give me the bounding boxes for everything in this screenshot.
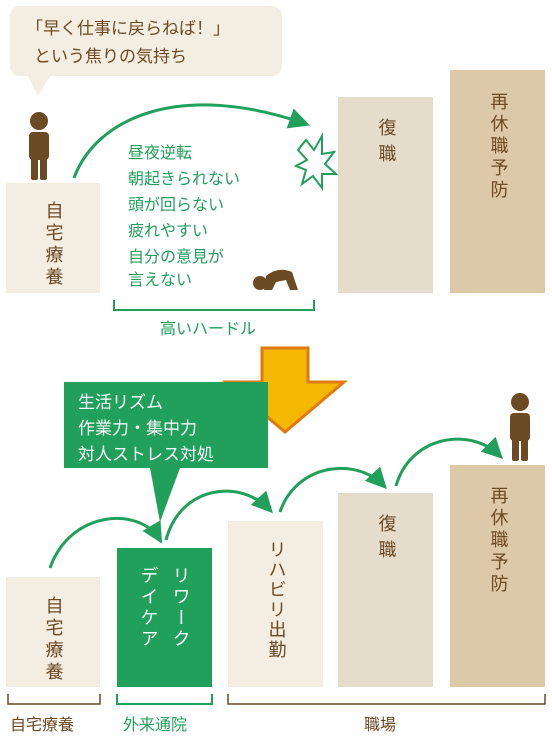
callout-line: 生活リズム bbox=[78, 393, 163, 413]
step-arrow bbox=[164, 489, 273, 541]
hurdle-item: 頭が回らない bbox=[128, 195, 224, 214]
bracket-label-outpatient: 外来通院 bbox=[123, 715, 187, 734]
bottom-col-prevent-label: 再休職予防 bbox=[488, 486, 509, 596]
top-col-home bbox=[6, 183, 100, 293]
step-arrow bbox=[394, 436, 503, 487]
green-callout: 生活リズム 作業力・集中力 対人ストレス対処 bbox=[64, 382, 268, 522]
person-standing-icon bbox=[510, 393, 530, 461]
top-section: 「早く仕事に戻らねば！」 という焦りの気持ち 自宅療養 復職 再休職予防 昼夜逆… bbox=[6, 6, 545, 338]
bottom-col-rework-line-2: デイケア bbox=[138, 566, 159, 650]
bracket-home bbox=[7, 694, 101, 705]
impact-burst-icon bbox=[293, 132, 339, 191]
bracket-label-workplace: 職場 bbox=[364, 715, 396, 734]
bottom-section: 生活リズム 作業力・集中力 対人ストレス対処 自宅療養 リワーク デイケア リハ… bbox=[6, 382, 546, 734]
hurdle-item: 朝起きられない bbox=[128, 169, 240, 188]
person-standing-icon bbox=[29, 112, 49, 180]
bottom-col-prevent bbox=[450, 465, 545, 687]
top-col-return bbox=[338, 97, 433, 293]
hurdle-item: 言えない bbox=[128, 270, 192, 289]
top-col-home-label: 自宅療養 bbox=[43, 201, 64, 289]
hurdle-caption: 高いハードル bbox=[160, 319, 256, 338]
callout-line: 作業力・集中力 bbox=[78, 419, 197, 439]
hurdle-item: 自分の意見が bbox=[128, 247, 224, 266]
bottom-col-home-label: 自宅療養 bbox=[43, 596, 64, 684]
top-col-return-label: 復職 bbox=[376, 118, 397, 170]
bottom-col-rework bbox=[117, 548, 212, 687]
hurdle-list: 昼夜逆転 朝起きられない 頭が回らない 疲れやすい 自分の意見が 言えない bbox=[128, 143, 240, 289]
callout-line: 対人ストレス対処 bbox=[78, 445, 214, 465]
bottom-col-home bbox=[6, 577, 100, 687]
hurdle-item: 疲れやすい bbox=[128, 221, 208, 240]
top-bracket bbox=[113, 300, 315, 311]
bottom-col-rework-line-1: リワーク bbox=[170, 566, 191, 650]
step-arrow bbox=[278, 466, 387, 513]
bracket-outpatient bbox=[116, 694, 213, 705]
speech-line-2: という焦りの気持ち bbox=[34, 47, 187, 67]
hurdle-item: 昼夜逆転 bbox=[128, 143, 192, 162]
person-crawling-icon bbox=[253, 269, 298, 290]
bottom-col-return bbox=[338, 493, 433, 687]
step-arrow bbox=[48, 516, 163, 569]
top-col-prevent bbox=[450, 70, 545, 293]
bottom-col-return-label: 復職 bbox=[376, 514, 397, 566]
top-col-prevent-label: 再休職予防 bbox=[488, 92, 509, 202]
bracket-workplace bbox=[227, 694, 546, 705]
speech-line-1: 「早く仕事に戻らねば！」 bbox=[26, 19, 230, 39]
bracket-label-home: 自宅療養 bbox=[10, 715, 74, 734]
bottom-col-rehab-label: リハビリ出勤 bbox=[266, 540, 287, 660]
bottom-col-rehab bbox=[228, 521, 323, 687]
top-jump-arrow bbox=[72, 103, 310, 179]
speech-bubble: 「早く仕事に戻らねば！」 という焦りの気持ち bbox=[10, 6, 282, 96]
